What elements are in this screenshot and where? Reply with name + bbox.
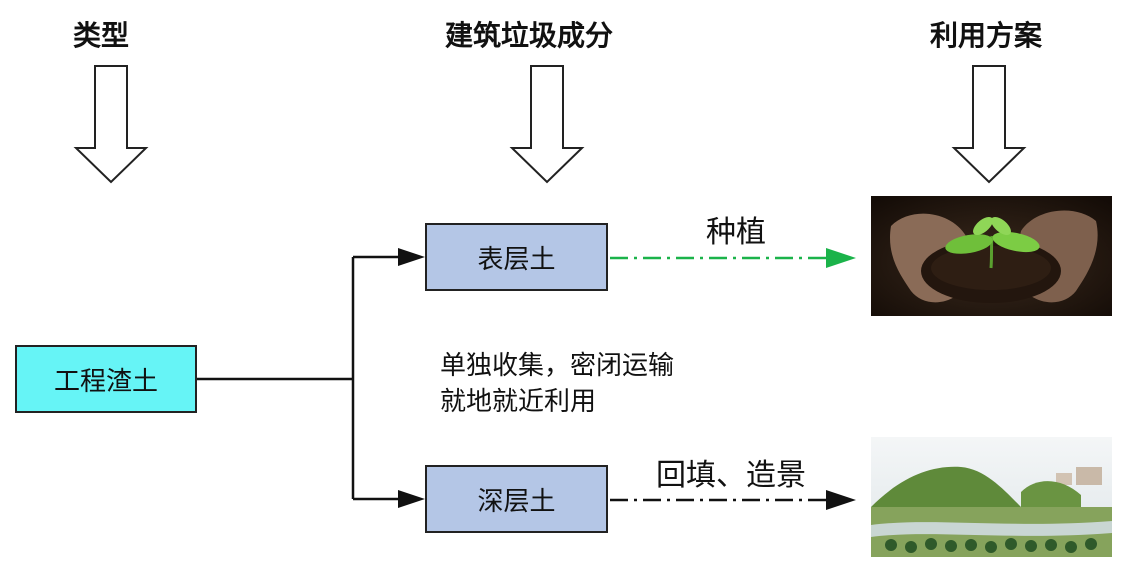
header-composition: 建筑垃圾成分 [445, 19, 614, 52]
photo-seedling-in-soil [871, 196, 1112, 316]
note-line-2: 就地就近利用 [440, 387, 597, 417]
down-arrow-composition [509, 65, 585, 184]
header-utilization: 利用方案 [930, 19, 1043, 52]
note-line-1: 单独收集，密闭运输 [440, 351, 675, 381]
arrowhead-top [398, 248, 425, 266]
arrowhead-backfill [826, 490, 856, 510]
photo-landscaped-hills [871, 437, 1112, 557]
arrowhead-planting [826, 248, 856, 268]
header-type: 类型 [73, 19, 130, 52]
node-deep-soil: 深层土 [425, 465, 608, 533]
down-arrow-type [73, 65, 149, 184]
edge-label-planting: 种植 [706, 215, 766, 250]
node-engineering-muck: 工程渣土 [15, 345, 197, 413]
edge-label-backfill: 回填、造景 [656, 458, 806, 493]
arrowhead-bottom [398, 490, 425, 508]
down-arrow-utilization [951, 65, 1027, 184]
node-topsoil: 表层土 [425, 223, 608, 291]
